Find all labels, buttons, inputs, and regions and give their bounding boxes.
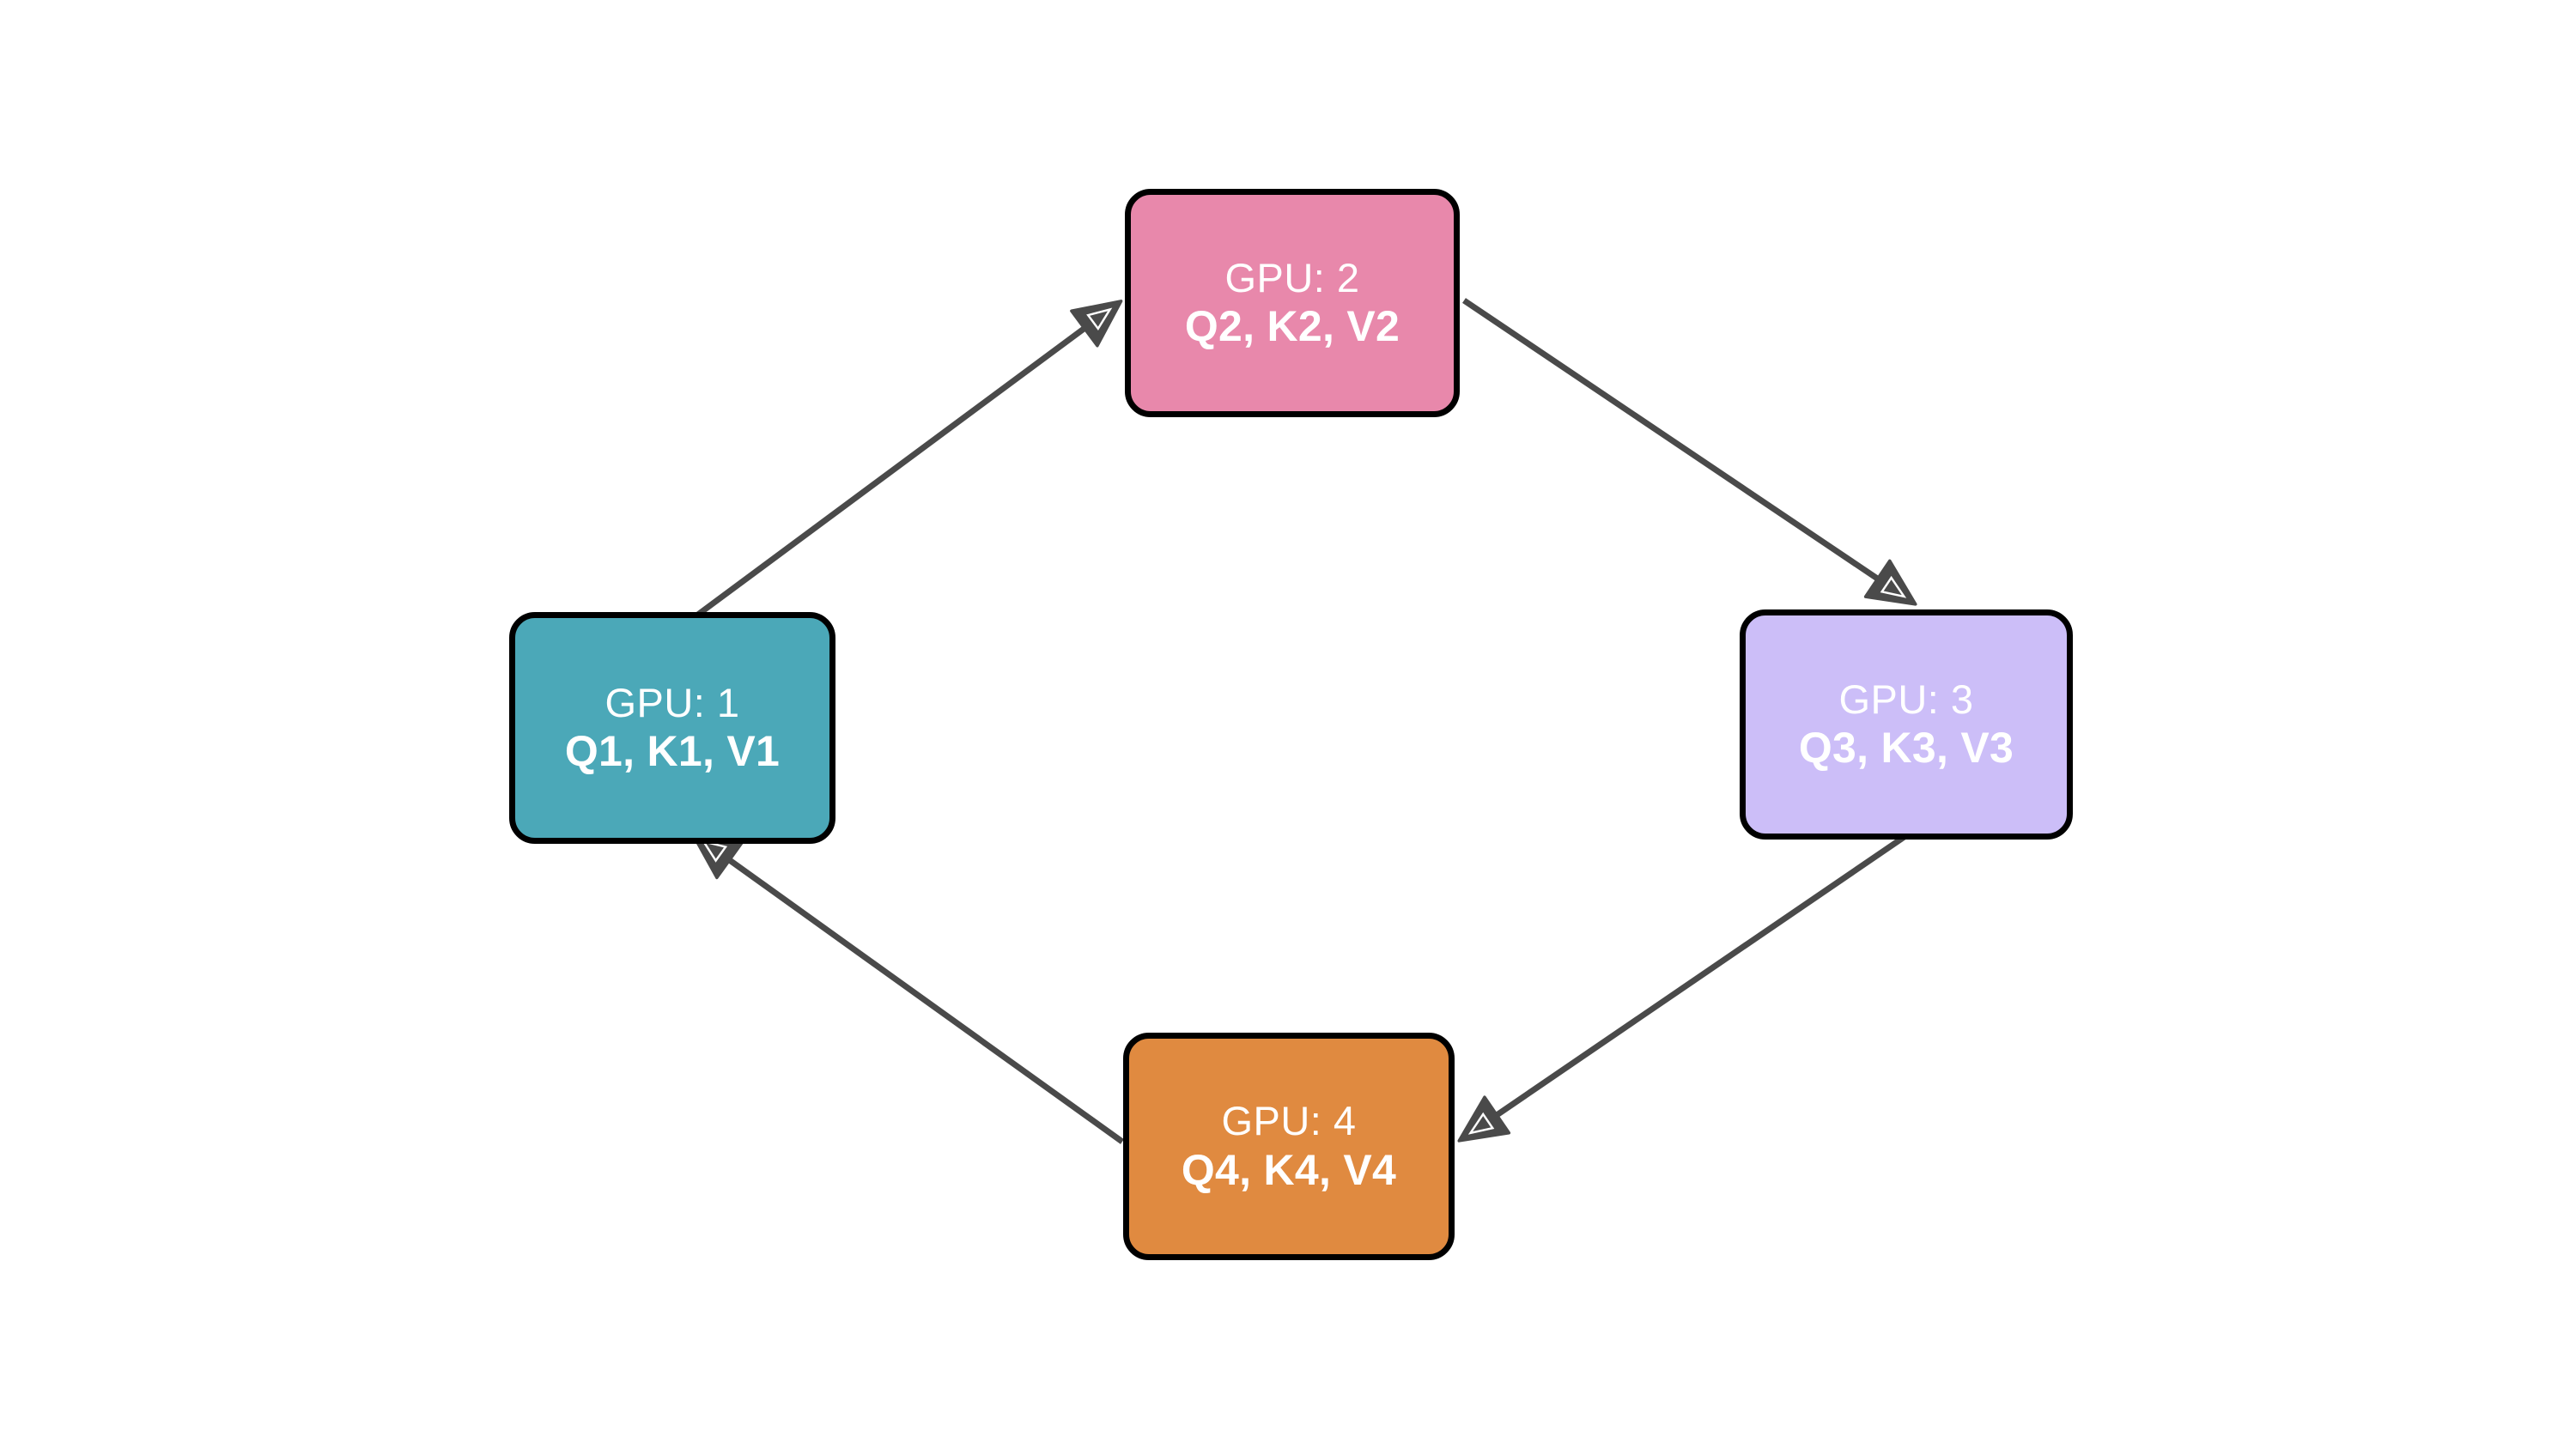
gpu-node-tensors: Q3, K3, V3 xyxy=(1798,724,2014,773)
gpu-node-gpu1[interactable]: GPU: 1 Q1, K1, V1 xyxy=(509,612,835,844)
gpu-node-gpu3[interactable]: GPU: 3 Q3, K3, V3 xyxy=(1740,609,2073,840)
gpu-node-tensors: Q4, K4, V4 xyxy=(1181,1145,1397,1194)
gpu-node-gpu4[interactable]: GPU: 4 Q4, K4, V4 xyxy=(1123,1033,1455,1260)
gpu-node-title: GPU: 4 xyxy=(1221,1098,1357,1144)
edge-gpu2-to-gpu3 xyxy=(1462,298,1917,606)
gpu-node-tensors: Q2, K2, V2 xyxy=(1184,302,1400,351)
edge-gpu3-to-gpu4 xyxy=(1457,832,1910,1143)
gpu-node-title: GPU: 3 xyxy=(1838,676,1974,722)
edge-gpu1-to-gpu2 xyxy=(693,300,1123,619)
gpu-node-title: GPU: 1 xyxy=(605,679,740,725)
gpu-node-tensors: Q1, K1, V1 xyxy=(564,727,781,776)
gpu-node-title: GPU: 2 xyxy=(1224,254,1360,300)
edge-gpu4-to-gpu1 xyxy=(690,832,1125,1144)
gpu-node-gpu2[interactable]: GPU: 2 Q2, K2, V2 xyxy=(1125,189,1460,417)
